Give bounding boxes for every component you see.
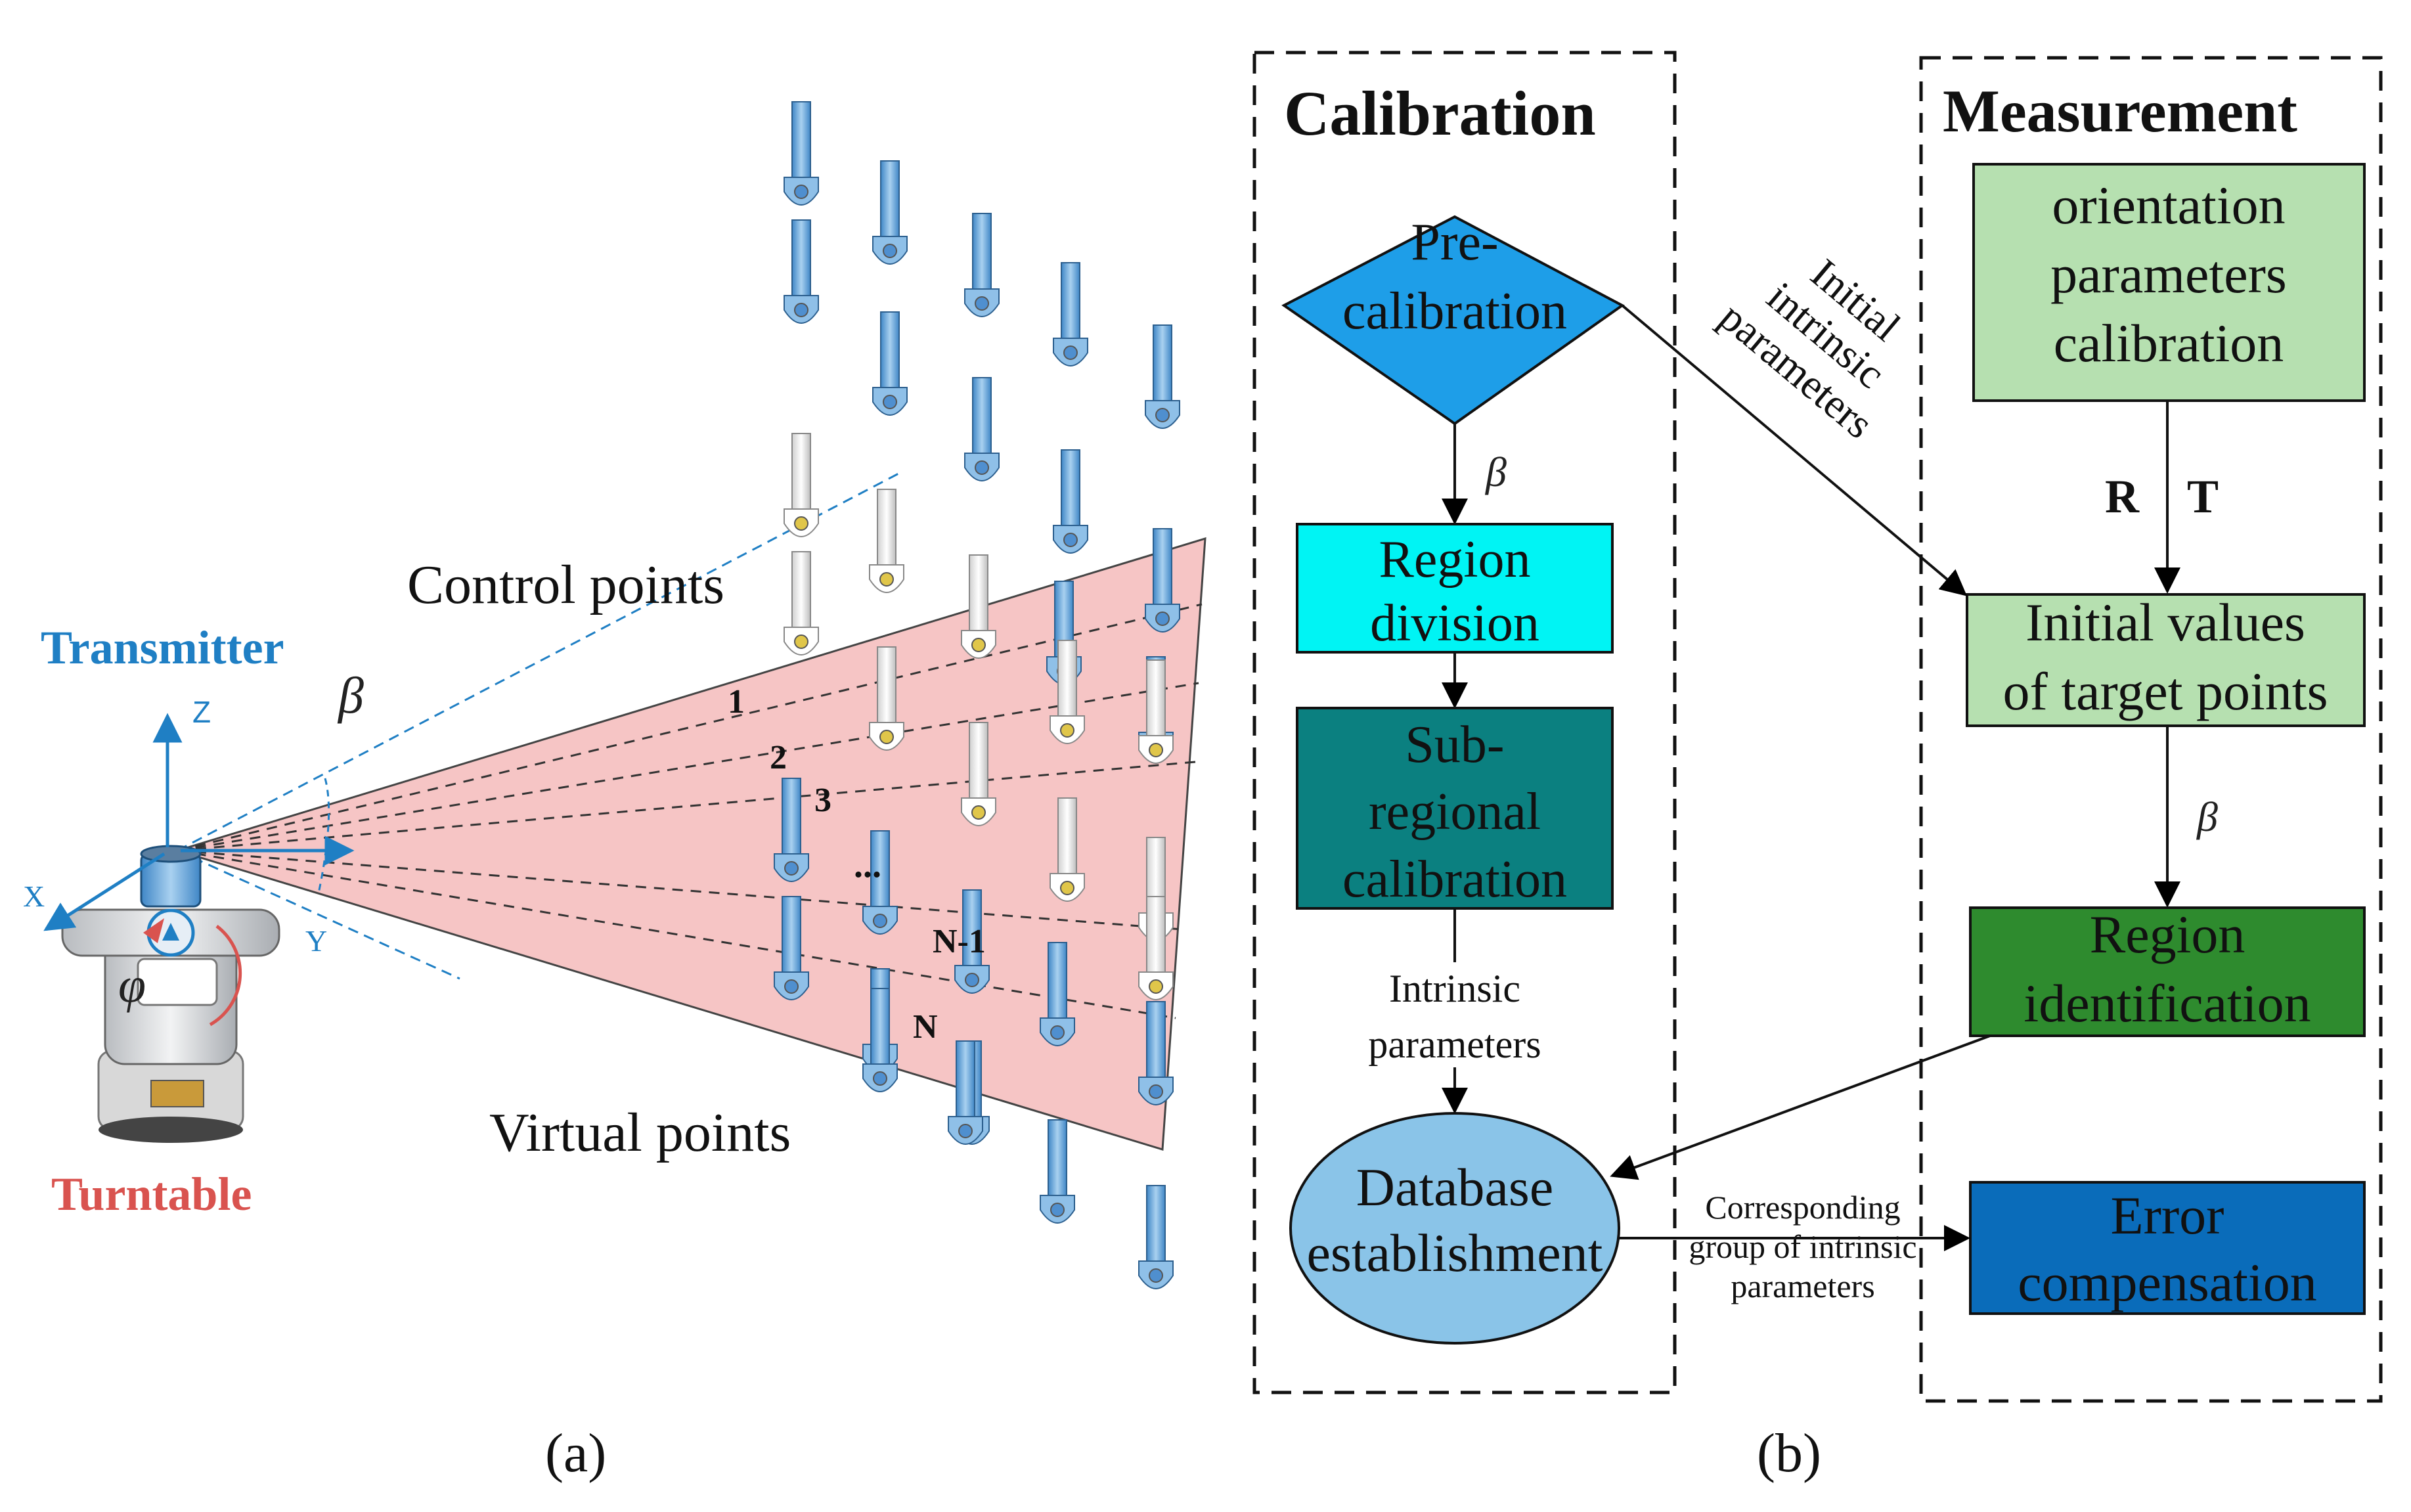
orientation-line3: calibration <box>2054 313 2284 373</box>
measurement-sector <box>173 537 1206 1151</box>
virtual-point <box>774 896 809 1000</box>
subregional-node <box>1296 707 1614 910</box>
initial-values-node <box>1966 593 2366 727</box>
region-label-n: N <box>913 1008 938 1046</box>
region-division-line1: Region <box>1379 531 1530 589</box>
virtual-point <box>784 101 819 206</box>
virtual-point <box>1053 449 1088 554</box>
error-comp-line2: compensation <box>2018 1253 2316 1312</box>
control-point <box>784 433 819 537</box>
beta-cone-lines <box>177 472 900 980</box>
virtual-point <box>964 213 1000 317</box>
pre-calibration-line2: calibration <box>1342 282 1567 340</box>
x-axis <box>43 852 166 931</box>
region-label-2: 2 <box>770 739 787 776</box>
measurement-title: Measurement <box>1943 78 2297 145</box>
region-id-line1: Region <box>2090 904 2245 964</box>
error-compensation-node <box>1969 1181 2366 1315</box>
r-label: R <box>2105 470 2140 523</box>
virtual-point <box>1040 942 1075 1046</box>
intrinsic-params-line1: Intrinsic <box>1389 967 1520 1010</box>
virtual-point <box>862 830 898 935</box>
virtual-points-label: Virtual points <box>489 1102 791 1163</box>
region-identification-node <box>1969 906 2366 1037</box>
orientation-node <box>1972 163 2366 402</box>
control-point <box>1138 896 1174 1000</box>
orientation-line2: parameters <box>2050 244 2287 304</box>
beta-label-b2: β <box>2196 793 2218 840</box>
phi-label: φ <box>118 958 146 1013</box>
virtual-point <box>1145 528 1180 633</box>
region-division-line2: division <box>1370 594 1539 652</box>
corresponding-line1: Corresponding <box>1705 1189 1900 1226</box>
panel-b: Calibration Measurement Pre- calibration… <box>1252 51 2383 1484</box>
control-point <box>1050 640 1085 744</box>
control-point <box>784 551 819 656</box>
virtual-point <box>954 889 990 994</box>
control-point <box>1050 797 1085 902</box>
arrow-pre-to-initial <box>1621 304 1968 596</box>
coordinate-axes <box>43 713 355 931</box>
subregional-line2: regional <box>1369 783 1541 841</box>
database-line1: Database <box>1356 1157 1554 1217</box>
turntable-label: Turntable <box>51 1168 252 1220</box>
rotation-arc <box>209 925 242 1027</box>
virtual-point <box>1138 1001 1174 1105</box>
axis-x-label: X <box>23 879 45 913</box>
turntable-robot <box>61 845 280 1143</box>
virtual-point <box>862 988 898 1092</box>
error-comp-line1: Error <box>2110 1186 2224 1245</box>
region-label-n-minus-1: N-1 <box>933 923 986 960</box>
control-point <box>869 646 904 751</box>
beta-arc <box>317 778 330 894</box>
beta-label-a: β <box>337 667 364 724</box>
transmitter-label: Transmitter <box>41 621 284 674</box>
region-label-3: 3 <box>814 782 831 819</box>
control-point <box>961 722 996 826</box>
virtual-point <box>1040 1119 1075 1224</box>
orientation-line1: orientation <box>2052 175 2285 235</box>
t-label: T <box>2187 470 2219 523</box>
target-points <box>774 101 1180 1289</box>
measurement-frame <box>1919 56 2383 1403</box>
control-point <box>961 554 996 659</box>
control-points-label: Control points <box>407 554 724 615</box>
panel-a: Z X Y Transmitter Turntable β φ Control … <box>23 101 1206 1484</box>
database-line2: establishment <box>1307 1223 1603 1283</box>
arrow-region-id-to-db <box>1610 1034 1991 1180</box>
virtual-point <box>964 377 1000 481</box>
virtual-point <box>948 1040 983 1145</box>
virtual-point <box>872 160 908 265</box>
subregional-line1: Sub- <box>1405 716 1504 774</box>
virtual-point <box>872 311 908 416</box>
axis-z-label: Z <box>192 695 211 729</box>
virtual-point <box>1138 1185 1174 1289</box>
intrinsic-params-line2: parameters <box>1368 1023 1541 1066</box>
region-division-node <box>1296 523 1614 654</box>
caption-b: (b) <box>1757 1423 1821 1484</box>
region-label-1: 1 <box>728 683 745 721</box>
virtual-point <box>784 219 819 324</box>
subregional-line3: calibration <box>1342 851 1567 908</box>
corresponding-line2: group of intrinsic <box>1689 1228 1916 1265</box>
region-id-line2: identification <box>2024 973 2311 1033</box>
beta-label-b1: β <box>1484 449 1507 495</box>
calibration-title: Calibration <box>1284 78 1596 148</box>
caption-a: (a) <box>545 1423 606 1484</box>
control-point <box>1138 659 1174 764</box>
corresponding-line3: parameters <box>1731 1268 1874 1304</box>
initial-intrinsic-label: Initial intrinsic parameters <box>1711 250 1909 447</box>
virtual-point <box>1145 324 1180 429</box>
calibration-frame <box>1252 51 1677 1394</box>
initial-values-line1: Initial values <box>2025 592 2305 652</box>
pre-calibration-line1: Pre- <box>1411 213 1498 271</box>
axis-y-label: Y <box>305 924 327 958</box>
control-point <box>869 489 904 593</box>
virtual-point <box>774 778 809 882</box>
region-label-ellipsis: ... <box>854 845 881 885</box>
database-node <box>1289 1112 1620 1345</box>
initial-values-line2: of target points <box>2003 661 2328 721</box>
virtual-point <box>1053 262 1088 367</box>
